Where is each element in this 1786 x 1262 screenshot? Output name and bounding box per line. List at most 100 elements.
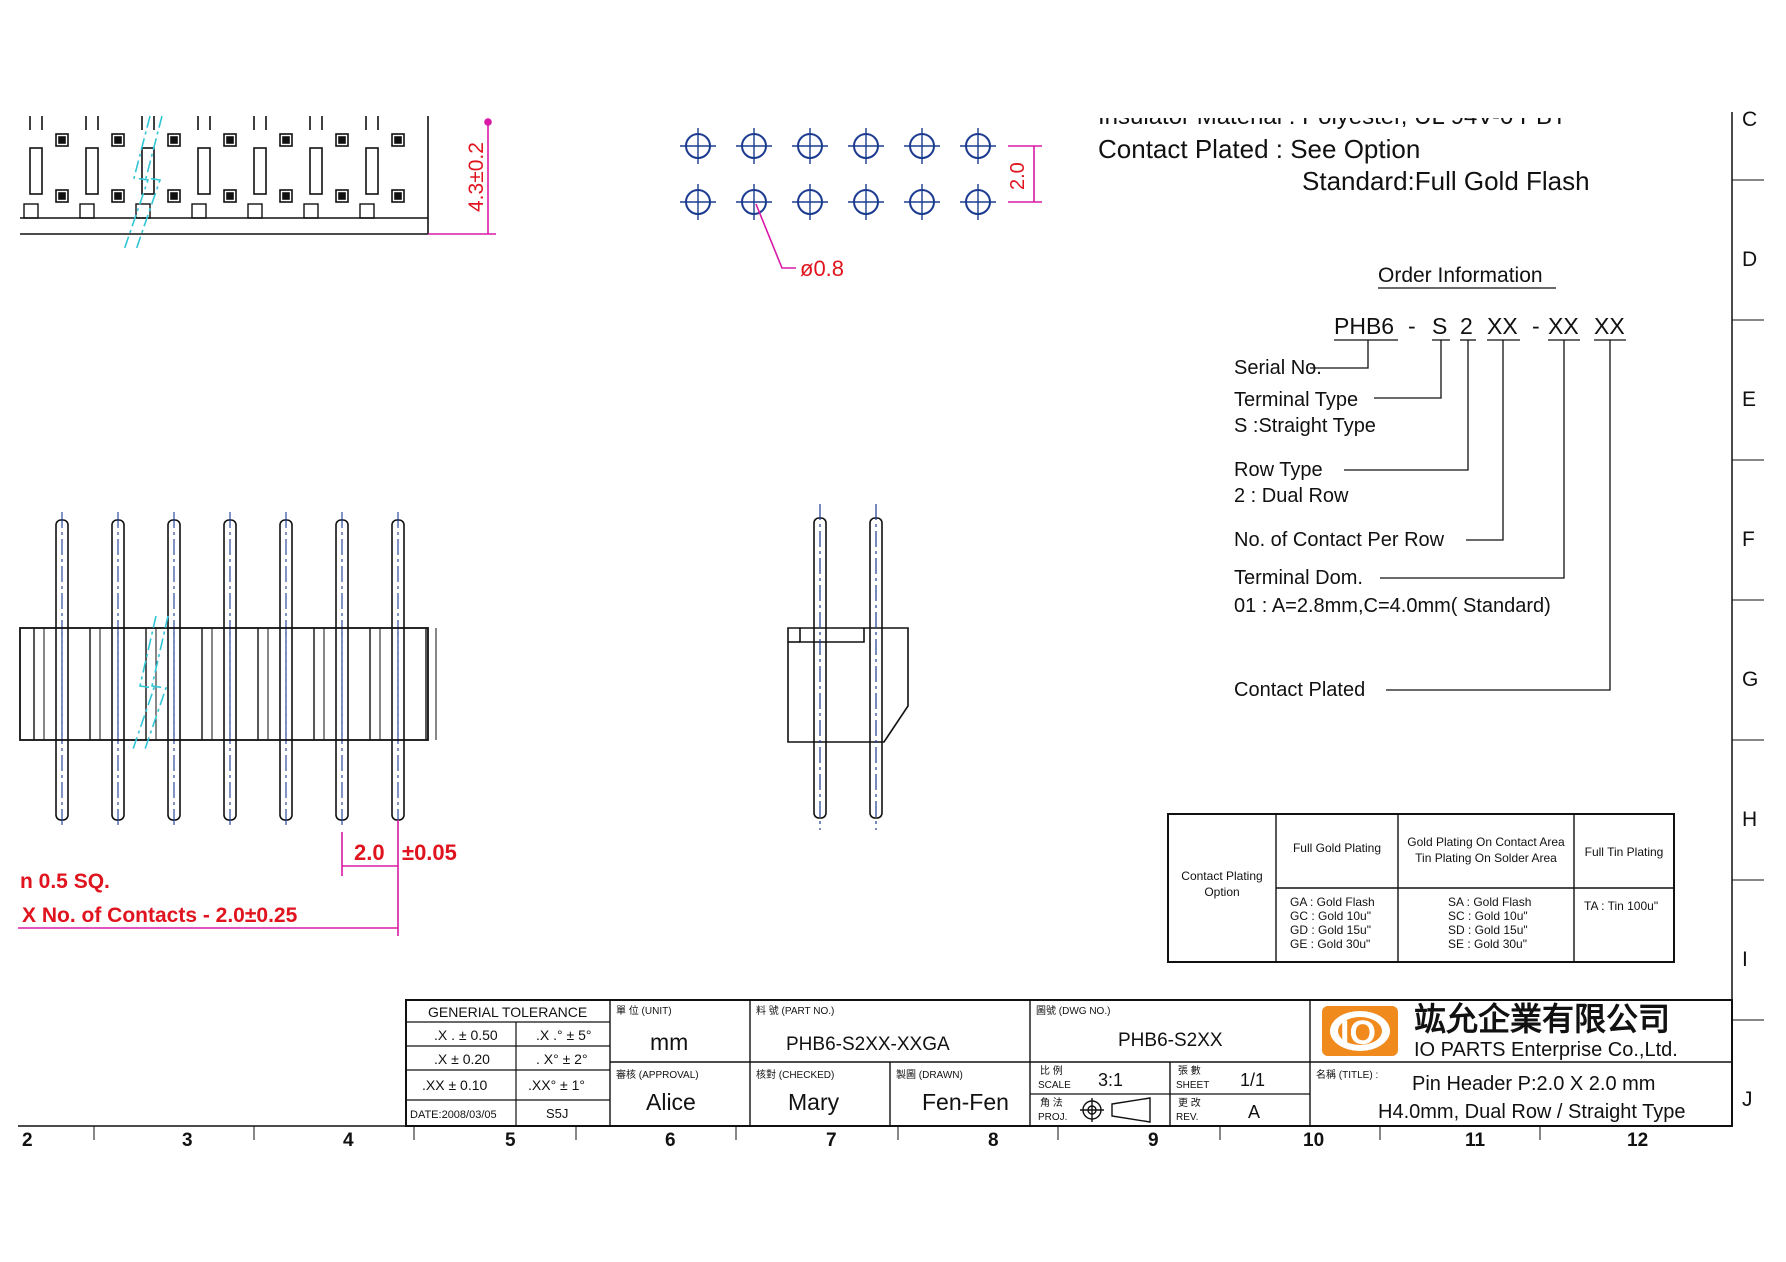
scale-label: SCALE [1038,1080,1071,1091]
title-line-1: Pin Header P:2.0 X 2.0 mm [1412,1073,1655,1095]
pin-square [391,189,405,203]
code-part: PHB6 [1334,313,1394,339]
title-line-2: H4.0mm, Dual Row / Straight Type [1378,1101,1686,1123]
approval-value: Alice [646,1089,696,1115]
border-row: F [1742,528,1755,551]
company-logo: IO [1322,1006,1398,1056]
pin-square [55,189,69,203]
pin-square-note: n 0.5 SQ. [20,870,110,893]
plating-option-label: Option [1204,885,1239,899]
dwg-no-label: 圖號 (DWG NO.) [1036,1004,1110,1017]
housing-slot [29,147,43,195]
order-label-terminal-dom: Terminal Dom. [1234,567,1363,589]
border-row: E [1742,388,1756,411]
housing-slot [141,147,155,195]
logo-text: IO [1340,1014,1376,1052]
border-col: 5 [505,1130,516,1151]
border-col: 8 [988,1130,999,1151]
plating-value: SA : Gold Flash [1448,895,1531,909]
plating-value: TA : Tin 100u" [1584,899,1658,913]
dwg-no-value: PHB6-S2XX [1118,1030,1223,1051]
proj-label: PROJ. [1038,1112,1067,1123]
order-label-contacts: No. of Contact Per Row [1234,529,1445,551]
border-row: D [1742,248,1757,271]
plating-value: GA : Gold Flash [1290,895,1375,909]
order-label-contact-plated: Contact Plated [1234,679,1365,701]
pitch-tol: ±0.05 [402,840,457,865]
plating-col-header: Full Tin Plating [1585,845,1664,859]
border-col: 3 [182,1130,193,1151]
part-no-value: PHB6-S2XX-XXGA [786,1034,950,1055]
border-col: 9 [1148,1130,1159,1151]
pin-square [111,189,125,203]
rev-value: A [1248,1102,1260,1122]
plating-col-header: Gold Plating On Contact Area [1407,835,1565,849]
unit-label: 單 位 (UNIT) [616,1004,672,1017]
footprint-holes [680,128,996,220]
drawn-value: Fen-Fen [922,1089,1009,1115]
housing-slot [253,147,267,195]
length-dim: X No. of Contacts - 2.0±0.25 [22,904,298,927]
code-part: S [1432,313,1447,339]
standard-note: Standard:Full Gold Flash [1302,166,1590,196]
plating-value: SC : Gold 10u" [1448,909,1528,923]
plating-col-header: Tin Plating On Solder Area [1415,851,1557,865]
code-part: - [1532,313,1540,339]
sheet-label-zh: 張 數 [1178,1064,1201,1077]
checked-label: 核對 (CHECKED) [756,1068,834,1081]
scale-value: 3:1 [1098,1070,1123,1090]
pin-square [279,189,293,203]
order-value-row-type: 2 : Dual Row [1234,485,1349,507]
break-lines-front [131,615,169,753]
plating-value: GE : Gold 30u" [1290,937,1370,951]
code-part: - [1408,313,1416,339]
pin-square [223,133,237,147]
plating-value: GC : Gold 10u" [1290,909,1371,923]
housing-slot [85,147,99,195]
rev-label-zh: 更 改 [1178,1096,1201,1109]
company-name-zh: 竑允企業有限公司 [1414,1001,1670,1037]
pin-square [279,133,293,147]
order-label-row-type: Row Type [1234,459,1323,481]
pin-square [167,189,181,203]
checked-value: Mary [788,1089,840,1115]
break-lines-top [123,115,163,251]
border-col: 4 [343,1130,354,1151]
pin-square [391,133,405,147]
plating-value: GD : Gold 15u" [1290,923,1371,937]
sheet-label: SHEET [1176,1080,1209,1091]
tolerance-linear: .X . ± 0.50 [434,1027,498,1043]
unit-value: mm [650,1029,688,1055]
order-label-serial: Serial No. [1234,357,1322,379]
pin-square [223,189,237,203]
tolerance-header: GENERIAL TOLERANCE [428,1004,587,1020]
approval-label: 審核 (APPROVAL) [616,1068,699,1081]
drawn-label: 製圖 (DRAWN) [896,1068,963,1081]
plating-col-header: Full Gold Plating [1293,841,1381,855]
code-part: 2 [1460,313,1473,339]
border-row: G [1742,668,1758,691]
pitch-dim: 2.0 [354,840,385,865]
border-col: 2 [22,1130,33,1151]
row-pitch-dim: 2.0 [1007,162,1029,190]
housing-top-view [20,116,429,235]
housing-slot [197,147,211,195]
order-info-title: Order Information [1378,264,1543,287]
border-row: H [1742,808,1757,831]
pin-side-view [787,517,909,819]
housing-slot [309,147,323,195]
contact-plated-note: Contact Plated : See Option [1098,134,1420,164]
border-row: I [1742,948,1748,971]
pin-square [335,133,349,147]
border-col: 6 [665,1130,676,1151]
tolerance-linear: .X ± 0.20 [434,1051,490,1067]
plating-value: SD : Gold 15u" [1448,923,1528,937]
housing-slot [365,147,379,195]
plating-table [1167,813,1675,963]
plating-option-label: Contact Plating [1181,869,1262,883]
border-col: 12 [1627,1130,1648,1151]
order-value-terminal-dom: 01 : A=2.8mm,C=4.0mm( Standard) [1234,595,1551,617]
title-block [405,999,1733,1127]
pin-square [335,189,349,203]
